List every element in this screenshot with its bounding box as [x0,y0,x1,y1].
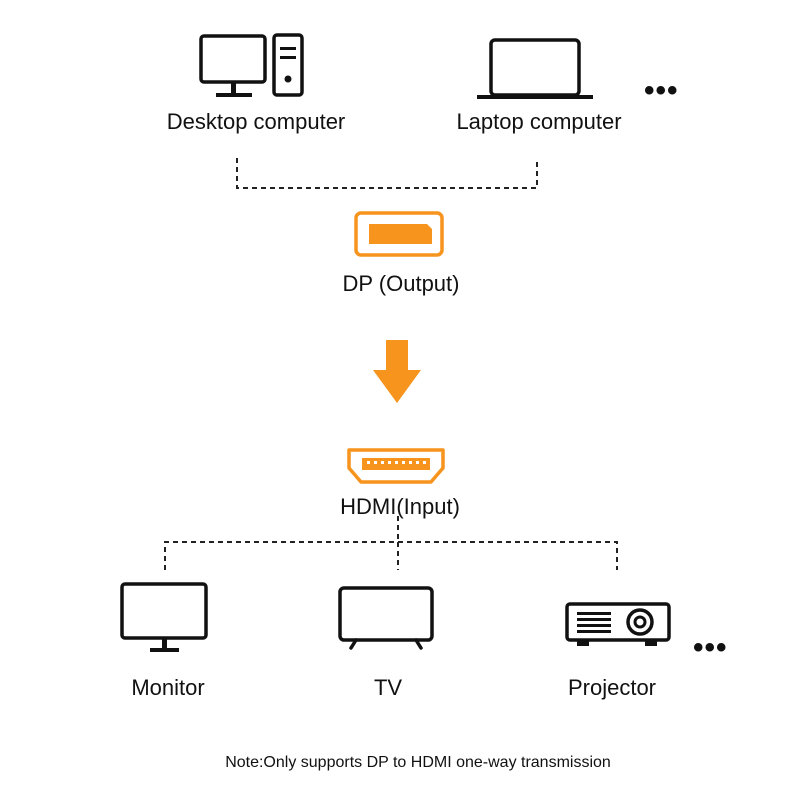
arrow-down-icon [373,340,421,403]
source-connector [236,158,538,189]
laptop-computer-icon [477,38,593,99]
target-label-tv: TV [373,675,403,700]
more-sources-ellipsis: ••• [644,74,679,107]
source-label-laptop: Laptop computer [456,109,622,134]
output-port-label: DP (Output) [342,271,460,296]
input-port-label: HDMI(Input) [340,494,460,519]
tv-icon [338,586,434,650]
more-targets-ellipsis: ••• [693,631,728,664]
source-label-desktop: Desktop computer [166,109,346,134]
monitor-icon [120,582,208,652]
target-label-monitor: Monitor [131,675,205,700]
projector-icon [565,602,671,646]
desktop-computer-icon [199,33,304,97]
target-label-projector: Projector [567,675,657,700]
transmission-note: Note:Only supports DP to HDMI one-way tr… [225,754,611,771]
displayport-icon [354,211,444,257]
hdmi-port-icon [347,448,445,484]
target-connector [164,541,618,570]
